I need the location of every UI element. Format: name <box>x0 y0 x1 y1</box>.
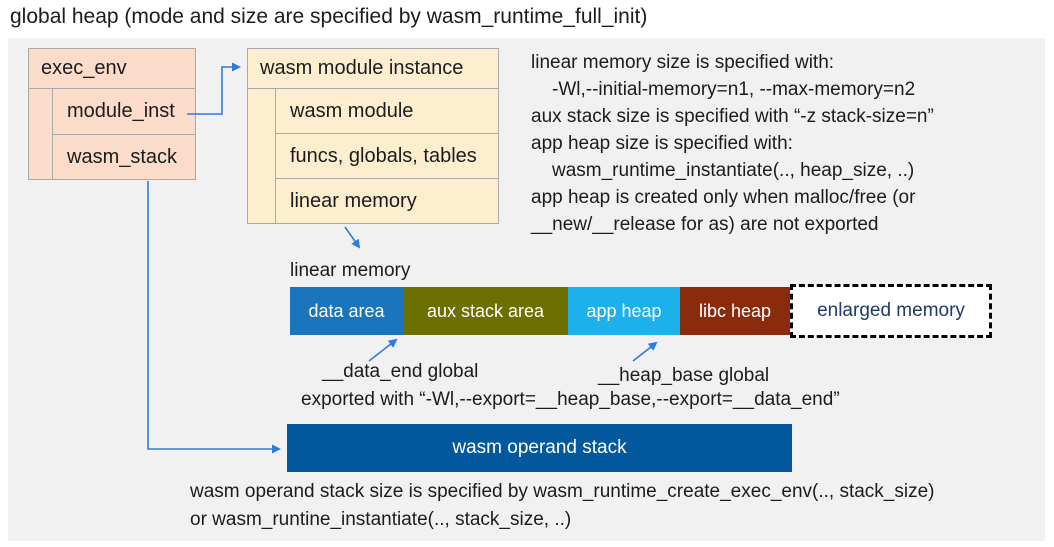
segment-libc-heap: libc heap <box>680 287 790 335</box>
note-line: wasm_runtime_instantiate(.., heap_size, … <box>552 160 915 181</box>
note-line: wasm operand stack size is specified by … <box>190 481 935 502</box>
module-instance-field-wasm-module: wasm module <box>275 88 499 134</box>
exec-env-header: exec_env <box>28 48 196 89</box>
segment-data-area: data area <box>290 287 403 335</box>
export-note: exported with “-Wl,--export=__heap_base,… <box>301 389 840 410</box>
data-end-global-label: __data_end global <box>322 361 479 382</box>
note-line: linear memory size is specified with: <box>531 52 835 73</box>
exec-env-field-module-inst: module_inst <box>52 88 196 135</box>
note-line: or wasm_runtine_instantiate(.., stack_si… <box>190 509 572 530</box>
exec-env-field-wasm-stack: wasm_stack <box>52 134 196 180</box>
segment-enlarged-memory: enlarged memory <box>790 284 992 338</box>
module-instance-header: wasm module instance <box>247 48 499 89</box>
segment-aux-stack-area: aux stack area <box>403 287 568 335</box>
size-notes: linear memory size is specified with: -W… <box>531 49 1046 238</box>
note-line: aux stack size is specified with “-z sta… <box>531 106 934 127</box>
wasm-operand-stack-bar: wasm operand stack <box>287 424 792 472</box>
module-instance-field-funcs-globals-tables: funcs, globals, tables <box>275 133 499 179</box>
linear-memory-label: linear memory <box>290 260 411 281</box>
heap-base-global-label: __heap_base global <box>598 365 770 386</box>
operand-stack-notes: wasm operand stack size is specified by … <box>190 478 935 534</box>
segment-app-heap: app heap <box>568 287 680 335</box>
diagram-title: global heap (mode and size are specified… <box>10 5 648 28</box>
note-line: app heap is created only when malloc/fre… <box>531 187 916 208</box>
module-instance-field-linear-memory: linear memory <box>275 178 499 224</box>
exec-env-indent-strip <box>28 88 53 180</box>
module-instance-indent-strip <box>247 88 276 224</box>
note-line: __new/__release for as) are not exported <box>531 214 879 235</box>
note-line: app heap size is specified with: <box>531 133 793 154</box>
note-line: -Wl,--initial-memory=n1, --max-memory=n2 <box>552 79 916 100</box>
